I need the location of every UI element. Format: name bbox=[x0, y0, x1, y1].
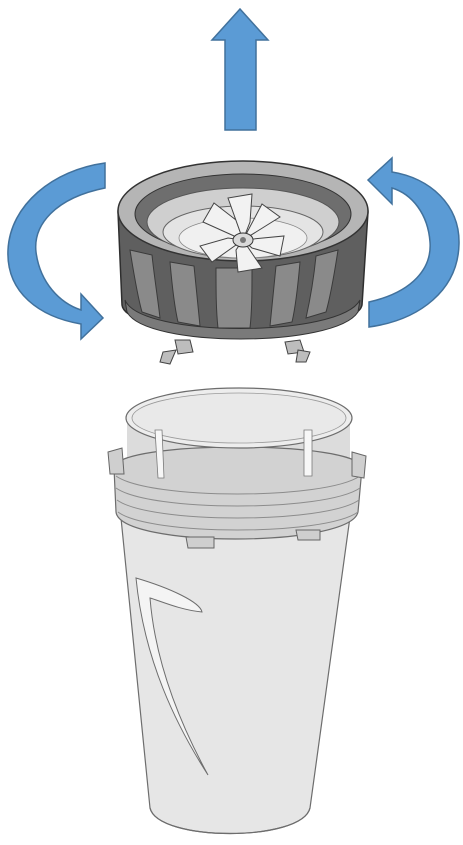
blender-cup bbox=[108, 388, 366, 834]
blade-assembly bbox=[118, 161, 368, 364]
up-arrow-icon bbox=[212, 9, 268, 130]
rotate-counterclockwise-right-arrow-icon bbox=[368, 158, 459, 327]
cup-thread-collar bbox=[114, 447, 362, 539]
rotate-counterclockwise-left-arrow-icon bbox=[8, 163, 105, 339]
assembly-tab-left bbox=[175, 340, 193, 354]
